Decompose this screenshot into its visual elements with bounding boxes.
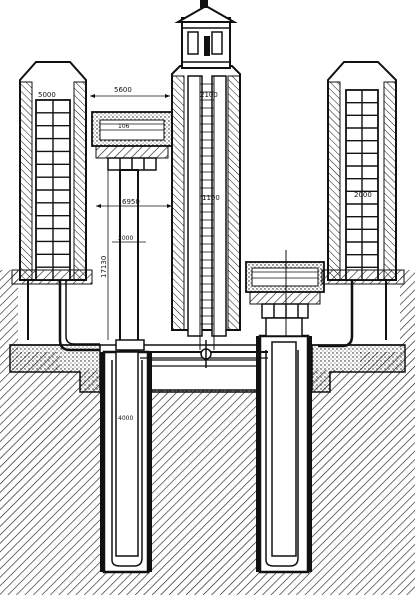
left-shaft [115,169,145,351]
right-water-tank [318,61,405,348]
well-diameter-label: 4000 [118,415,133,422]
shaft-span-label: 6950 [122,198,140,206]
right-tank-grid [346,90,378,280]
left-well [100,350,152,574]
tower-width-label: 2100 [200,91,218,99]
connecting-pipes [140,250,287,368]
tower-mid-label: 1100 [202,194,220,202]
left-tank-diameter-label: 5000 [38,91,56,99]
top-small-label: 106 [118,123,130,130]
dimension-labels: 5000 5600 2100 106 6950 1100 2000 17130 … [38,86,372,422]
right-well [256,317,312,574]
shaft-height-label: 17130 [100,256,108,278]
right-basin [245,261,325,319]
left-water-tank [11,61,100,352]
right-tank-diameter-label: 2000 [354,191,372,199]
inner-span-label: 2000 [118,235,133,242]
left-tank-grid [36,100,70,280]
ground-hatching [0,270,415,595]
central-tower [171,0,241,350]
top-span-label: 5600 [114,86,132,94]
dimension-lines [90,94,172,340]
upper-basin [91,111,173,171]
tower-ladder [200,83,214,325]
